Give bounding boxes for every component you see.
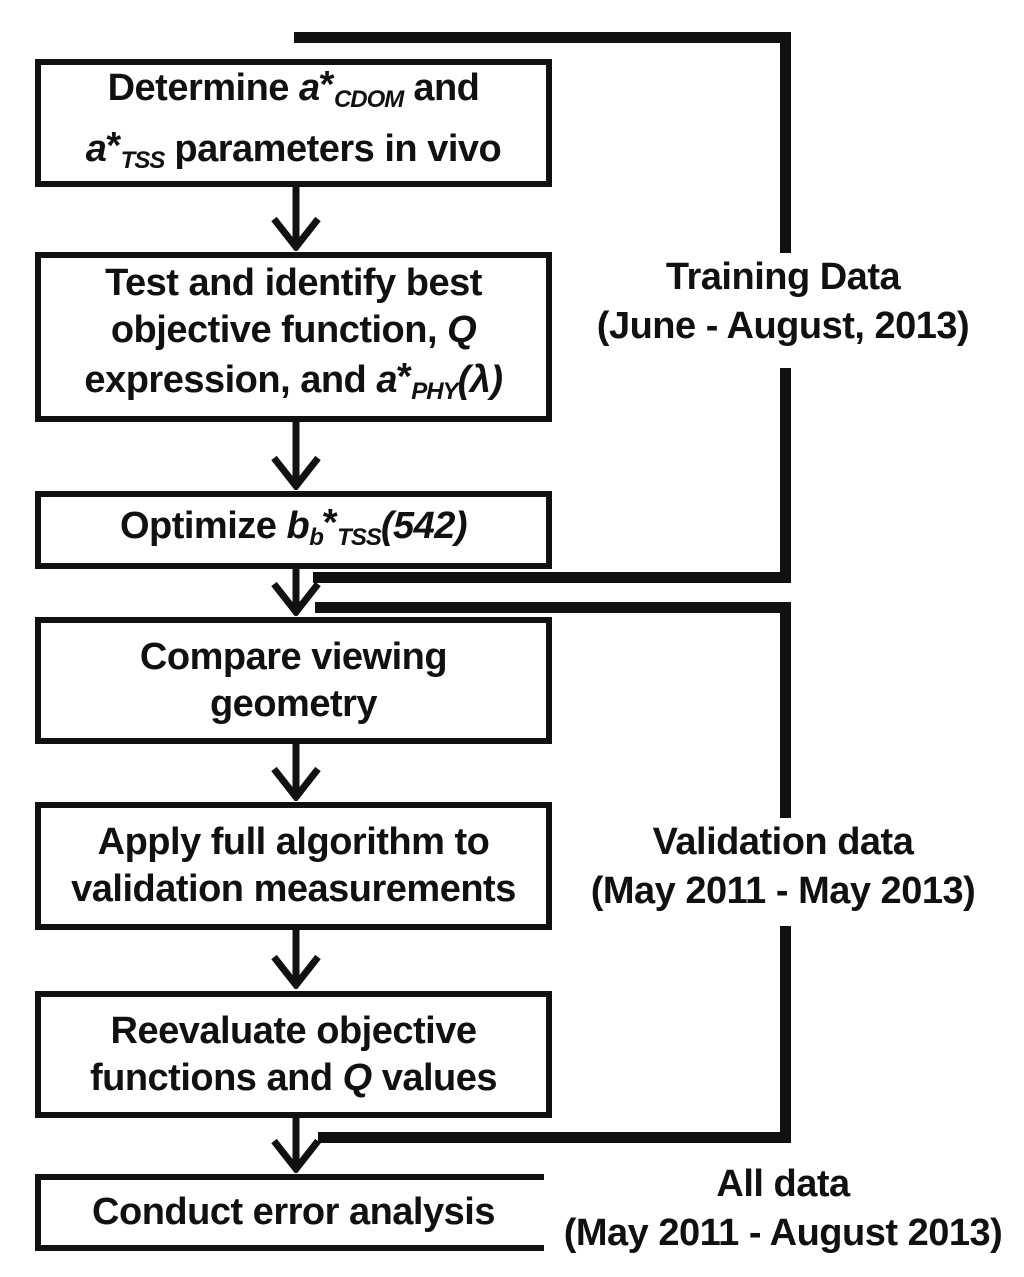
- box-text-line: Compare viewing: [139, 635, 448, 678]
- validation-bracket-right-line-lower: [780, 926, 791, 1143]
- training-data-label-line-2: (June - August, 2013): [596, 305, 970, 347]
- box-text-line: functions and Q values: [89, 1056, 498, 1099]
- box-text-line: Optimize bb*TSS(542): [119, 501, 468, 551]
- training-data-label: Training Data (June - August, 2013): [563, 253, 1003, 351]
- training-data-label-line-1: Training Data: [665, 256, 901, 298]
- flow-box-reevaluate-objective: Reevaluate objective functions and Q val…: [35, 991, 552, 1118]
- validation-bracket-top-line: [315, 602, 791, 613]
- validation-data-label-line-2: (May 2011 - May 2013): [590, 870, 976, 912]
- down-arrow-1-icon: [271, 187, 321, 251]
- box-text-line: Determine a*CDOM and: [107, 64, 480, 113]
- box-text-line: validation measurements: [71, 868, 516, 910]
- flow-box-apply-full-algorithm: Apply full algorithm to validation measu…: [35, 802, 552, 930]
- flow-box-conduct-error-analysis: Conduct error analysis: [35, 1174, 552, 1251]
- box-text-line: objective function, Q: [110, 308, 477, 351]
- flow-box-compare-viewing-geometry: Compare viewing geometry: [35, 617, 552, 744]
- box-text-line: Apply full algorithm to: [97, 821, 490, 863]
- down-arrow-5-icon: [271, 930, 321, 989]
- box-text-line: geometry: [209, 682, 378, 725]
- down-arrow-6-icon: [271, 1118, 321, 1173]
- all-data-label-line-1: All data: [716, 1163, 850, 1205]
- all-data-label-line-2: (May 2011 - August 2013): [563, 1212, 1003, 1254]
- training-bracket-top-line: [294, 32, 791, 43]
- all-data-label: All data (May 2011 - August 2013): [544, 1160, 1022, 1258]
- box-text-line: Conduct error analysis: [92, 1191, 495, 1233]
- down-arrow-3-icon: [271, 569, 321, 616]
- validation-bracket-bottom-line: [318, 1132, 791, 1143]
- box-text-line: Test and identify best: [105, 261, 482, 304]
- down-arrow-4-icon: [271, 744, 321, 801]
- validation-bracket-right-line-upper: [780, 602, 791, 819]
- training-bracket-right-line-upper: [780, 32, 791, 257]
- validation-data-label: Validation data (May 2011 - May 2013): [563, 818, 1003, 916]
- flow-box-optimize-bb-tss: Optimize bb*TSS(542): [35, 491, 552, 569]
- down-arrow-2-icon: [271, 422, 321, 490]
- flow-box-determine-astar-params: Determine a*CDOM and a*TSS parameters in…: [35, 59, 552, 187]
- flow-box-test-objective-function: Test and identify best objective functio…: [35, 252, 552, 422]
- validation-data-label-line-1: Validation data: [652, 821, 914, 863]
- box-text-line: expression, and a*PHY(λ): [84, 355, 503, 405]
- box-text-line: Reevaluate objective: [110, 1009, 477, 1052]
- training-bracket-bottom-line: [313, 572, 791, 583]
- training-bracket-right-line-lower: [780, 368, 791, 583]
- box-text-line: a*TSS parameters in vivo: [85, 125, 502, 174]
